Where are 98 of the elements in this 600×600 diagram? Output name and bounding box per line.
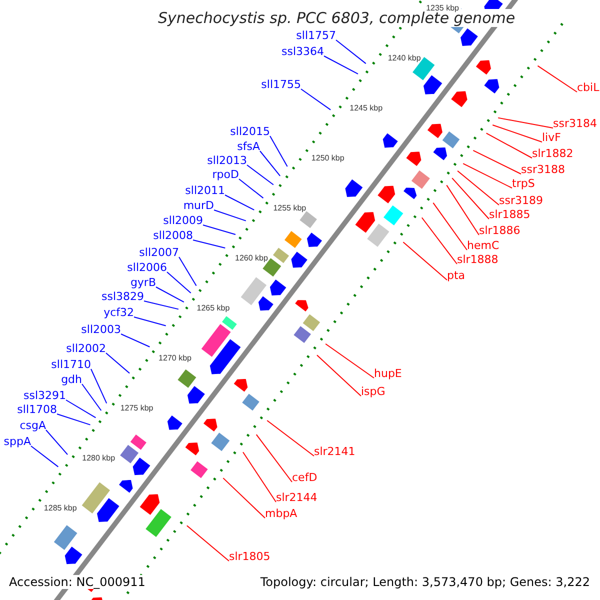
gene-label: rpoD [212,169,239,181]
gene-label: slr1888 [457,254,498,266]
gene-label: cefD [292,472,318,484]
leader-line [178,256,197,286]
scale-label: 1250 kbp [311,153,344,162]
leader-line [432,202,468,250]
leader-line [192,240,226,248]
gene-label: sll2013 [207,155,247,167]
gene-label: sfsA [237,141,260,153]
leader-line [324,56,358,74]
leader-line [66,400,96,418]
leader-line [166,272,192,294]
leader-line [537,65,578,92]
gene-label: slr1882 [532,148,574,160]
gene-label: sll1710 [51,359,91,371]
scale-label: 1285 kbp [44,504,77,513]
gene-label: cbiL [577,82,600,94]
leader-line [156,286,184,303]
leader-line [30,446,59,468]
leader-line [486,132,532,158]
gene-label: gyrB [130,277,156,289]
gene-label: sll2003 [81,324,121,336]
footer-text: Accession: NC_000911 [9,575,146,589]
gene-label: ssr3184 [553,118,597,130]
gene-label: sll2007 [139,247,179,259]
gene-label: ssl3291 [23,390,66,402]
leader-line [270,136,288,167]
leader-line [300,88,332,110]
gene-label: slr2141 [314,446,356,458]
leader-line [186,525,230,562]
gene-label: slr1886 [479,225,520,237]
scale-label: 1245 kbp [350,103,383,112]
gene-label: csgA [20,420,46,432]
scale-label: 1240 kbp [388,53,421,62]
gene-label: sll1708 [17,404,57,416]
leader-line [492,124,542,142]
leader-line [266,420,314,456]
gene-label: pta [447,270,466,282]
footer-text: Topology: circular; Length: 3,573,470 bp; Genes: 3,222 [260,575,590,589]
leader-line [402,242,448,280]
scale-label: 1265 kbp [196,304,230,313]
gene-label: ssr3189 [499,195,543,207]
gene-label: sll2015 [230,126,270,138]
gene-label: murD [183,200,214,212]
scale-label: 1260 kbp [235,254,268,263]
leader-line [120,334,150,348]
leader-line [421,217,458,264]
gene-label: slr1805 [229,551,270,563]
gene-label: sll2009 [163,215,203,227]
gene-label: gdh [61,374,82,386]
leader-line [56,414,91,426]
gene-label: ssr3188 [521,164,565,176]
gene-label: ycf32 [104,307,134,319]
leader-line [46,430,68,456]
leader-line [144,300,179,310]
leader-line [462,163,512,188]
gene-label: hemC [467,240,500,252]
leader-line [498,117,554,128]
leader-line [452,178,490,220]
leader-line [325,343,374,378]
leader-line [336,40,366,64]
gene-label: ssl3829 [101,291,144,303]
gene-label: trpS [512,178,535,190]
gene-label: slr2144 [276,492,318,504]
leader-line [446,184,480,236]
leader-line [224,194,255,210]
gene-label: ispG [361,386,386,398]
scale-label: 1275 kbp [120,404,154,413]
gene-label: mbpA [265,508,298,520]
gene-label: sll2008 [153,230,193,242]
gene-label: ssl3364 [281,46,324,58]
gene-label: slr1885 [489,209,530,221]
gene-label: sppA [4,436,31,448]
leader-line [222,478,266,518]
leader-line [316,354,362,396]
leader-line [238,178,264,199]
leader-line [202,224,236,235]
gene-label: sll1757 [296,30,336,42]
gene-label: livF [542,132,561,144]
leader-line [256,434,292,482]
gene-label: sll2006 [127,262,167,274]
scale-label: 1280 kbp [82,454,116,463]
leader-line [106,352,130,374]
gene-label: hupE [374,368,402,380]
leader-line [472,150,522,174]
leader-line [214,210,246,222]
leader-line [82,384,102,411]
leader-line [90,368,108,404]
gene-label: sll2011 [185,185,225,197]
scale-label: 1270 kbp [158,354,192,363]
leader-line [134,316,166,326]
leader-line [260,150,281,176]
leader-line [246,164,274,186]
gene-label: sll2002 [66,343,106,355]
leader-line [242,452,276,502]
scale-label: 1255 kbp [273,203,306,212]
gene-label: sll1755 [261,79,301,91]
leader-line [457,170,500,206]
